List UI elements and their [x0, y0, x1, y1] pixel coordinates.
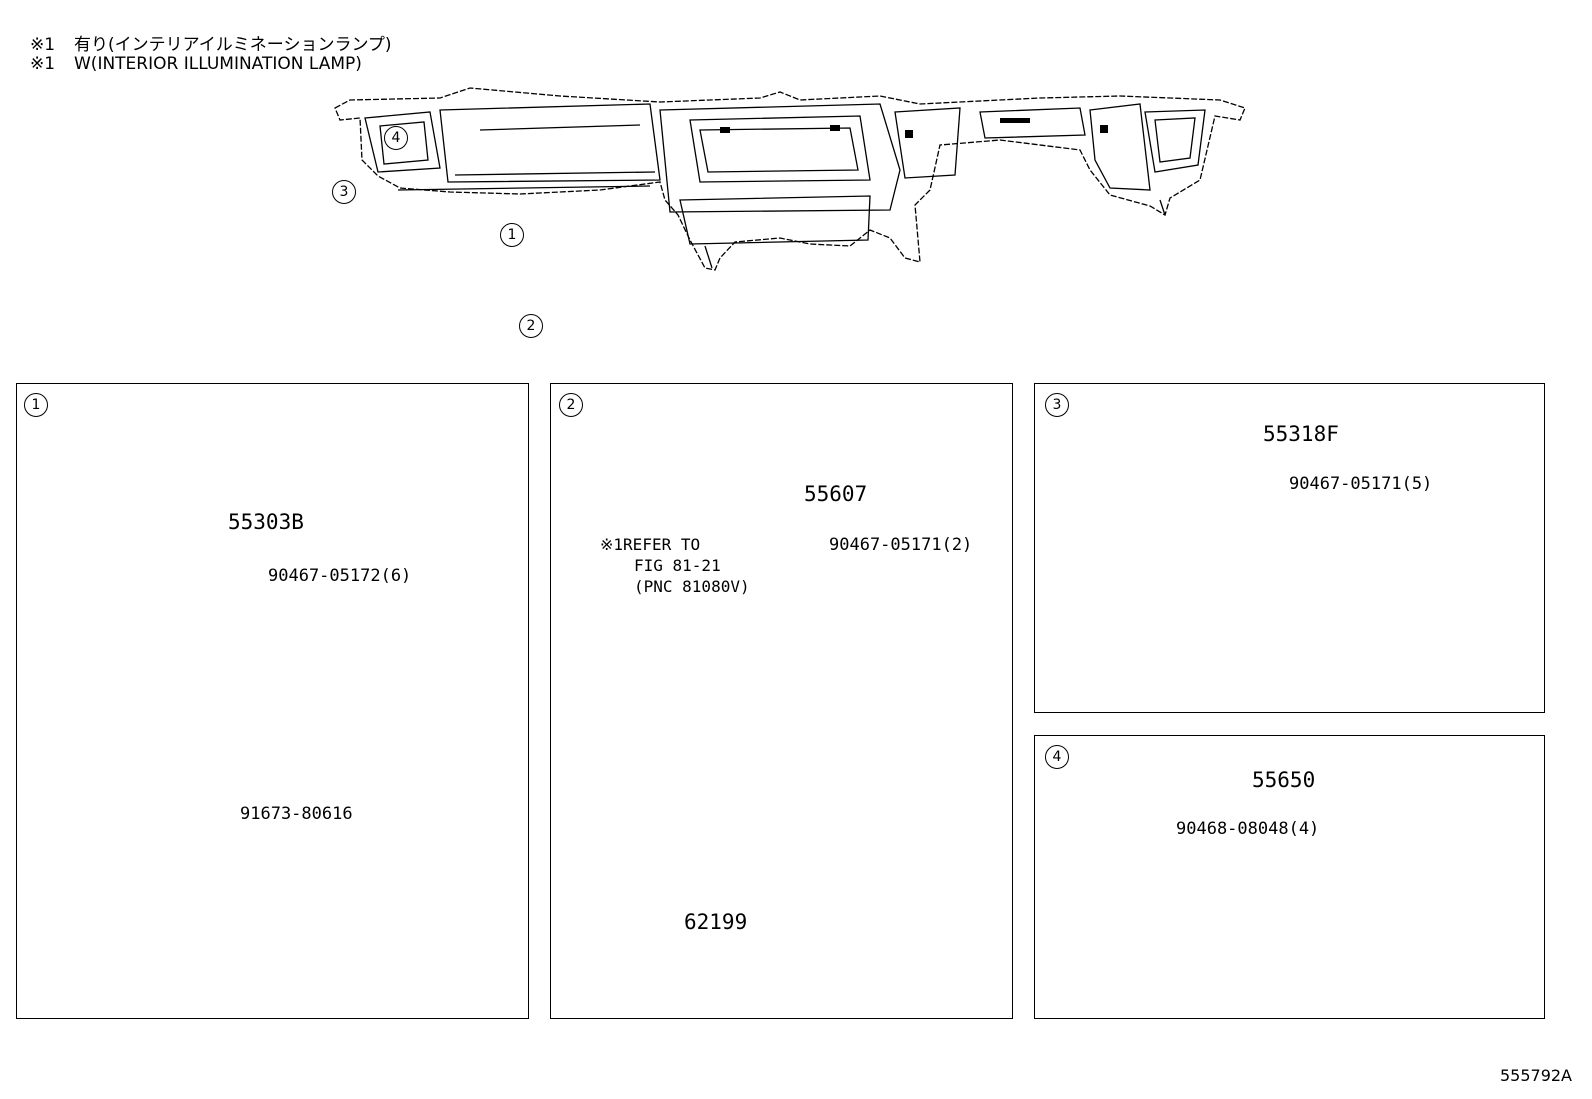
- detail-panel-3: [1034, 383, 1545, 713]
- detail-panel-1: [16, 383, 529, 1019]
- panel-1-index: 1: [24, 393, 48, 417]
- part-number-90467-05171-2: 90467-05171(2): [829, 535, 973, 555]
- reference-note: ※1REFER TO FIG 81-21 (PNC 81080V): [600, 535, 750, 596]
- part-number-90467-05171-5: 90467-05171(5): [1289, 474, 1433, 494]
- detail-panel-2: [550, 383, 1013, 1019]
- overview-callout-3: 3: [332, 180, 356, 204]
- part-number-90468-08048: 90468-08048(4): [1176, 819, 1320, 839]
- part-number-62199: 62199: [684, 910, 748, 934]
- panel-3-index: 3: [1045, 393, 1069, 417]
- panel-2-index: 2: [559, 393, 583, 417]
- overview-callout-1: 1: [500, 223, 524, 247]
- part-number-91673-80616: 91673-80616: [240, 804, 353, 824]
- part-number-90467-05172: 90467-05172(6): [268, 566, 412, 586]
- figure-id: 555792A: [1499, 1066, 1572, 1085]
- part-number-55303B: 55303B: [228, 510, 304, 534]
- overview-callout-2: 2: [519, 314, 543, 338]
- overview-callout-4: 4: [384, 126, 408, 150]
- panel-4-index: 4: [1045, 745, 1069, 769]
- detail-panel-4: [1034, 735, 1545, 1019]
- part-number-55318F: 55318F: [1263, 422, 1339, 446]
- part-number-55607: 55607: [804, 482, 868, 506]
- dashboard-outline: [334, 87, 1246, 271]
- part-number-55650: 55650: [1252, 768, 1316, 792]
